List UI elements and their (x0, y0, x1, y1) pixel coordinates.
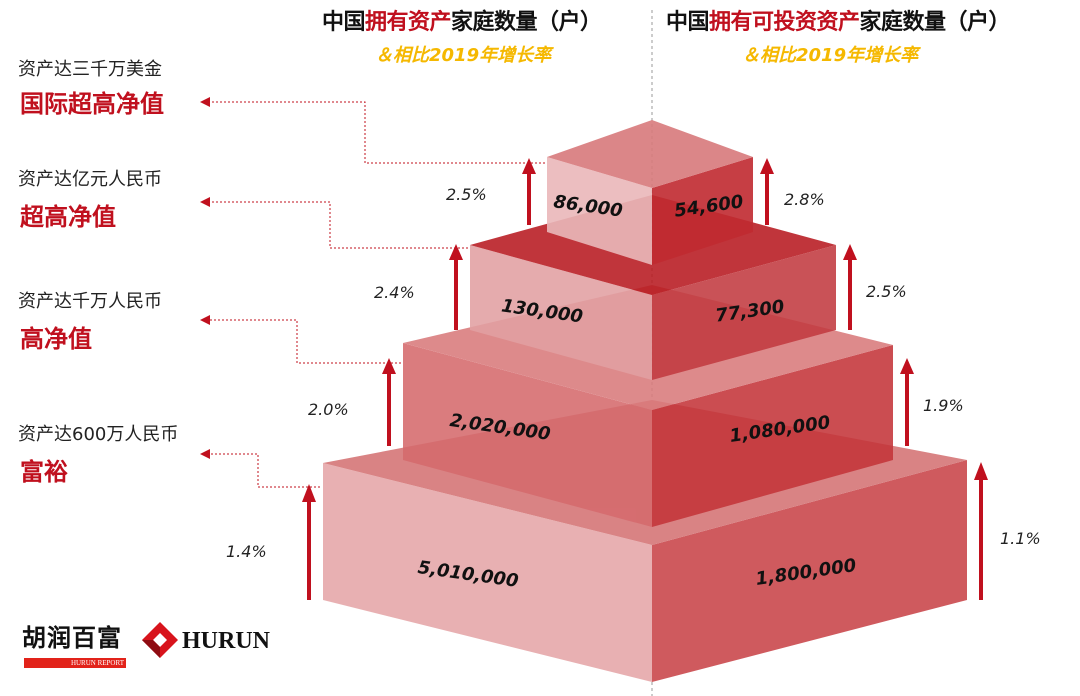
arrow-head-icon (522, 158, 536, 174)
right-title-highlight: 拥有可投资资产 (709, 10, 860, 35)
tier-threshold: 资产达千万人民币 (18, 291, 162, 312)
connector-arrowheads (200, 97, 210, 459)
assets-growth: 2.5% (446, 185, 487, 204)
tier-name: 超高净值 (20, 203, 116, 231)
hurun-report-logo-cn: 胡润百富 (22, 624, 122, 652)
right-title-suffix: 家庭数量（户） (859, 10, 1011, 35)
tier-intl-ultra-high-net-worth-block (547, 120, 753, 265)
hurun-report-logo-bar: HURUN REPORT (24, 658, 126, 668)
tier-hnw-left-face (403, 343, 652, 527)
left-title-highlight: 拥有资产 (365, 10, 452, 35)
tier-affluent-left-face (323, 463, 652, 682)
left-title-suffix: 家庭数量（户） (451, 10, 602, 35)
hurun-logo-text: HURUN (182, 628, 270, 654)
growth-arrows (302, 158, 988, 600)
assets-growth: 2.0% (308, 400, 349, 419)
assets-growth: 2.4% (374, 283, 415, 302)
arrow-head-icon (974, 462, 988, 480)
right-title-prefix: 中国 (666, 10, 710, 35)
tier-affluent-right-face (652, 460, 967, 682)
investable-growth: 2.5% (866, 282, 907, 301)
arrow-head-icon (382, 358, 396, 374)
arrow-head-icon (302, 484, 316, 502)
tier-name: 高净值 (20, 325, 92, 353)
tier-name: 国际超高净值 (20, 90, 164, 118)
hurun-diamond-logo-icon (142, 622, 178, 658)
tier-name: 富裕 (20, 458, 68, 486)
tier-threshold: 资产达三千万美金 (18, 59, 162, 80)
tier-iuhnw-right-face (652, 157, 753, 265)
arrow-head-icon (900, 358, 914, 374)
left-subtitle: ＆相比2019年增长率 (375, 45, 552, 66)
arrow-head-icon (843, 244, 857, 260)
right-subtitle: ＆相比2019年增长率 (742, 45, 919, 66)
right-title: 中国拥有可投资资产家庭数量（户） (666, 8, 1011, 38)
tier-threshold: 资产达600万人民币 (18, 424, 179, 445)
arrow-head-icon (449, 244, 463, 260)
connector-lines (208, 101, 545, 488)
left-title-prefix: 中国 (322, 10, 366, 35)
tier-uhnw-left-face (470, 245, 652, 380)
tier-uhnw-right-face (652, 245, 836, 380)
arrow-head-icon (760, 158, 774, 174)
investable-growth: 1.9% (923, 396, 964, 415)
tier-threshold: 资产达亿元人民币 (18, 169, 162, 190)
tier-iuhnw-left-face (547, 157, 652, 265)
assets-growth: 1.4% (226, 542, 267, 561)
tier-iuhnw-top-face (547, 120, 753, 188)
investable-growth: 2.8% (784, 190, 825, 209)
left-title: 中国拥有资产家庭数量（户） (322, 8, 602, 38)
tier-hnw-right-face (652, 345, 893, 527)
investable-growth: 1.1% (1000, 529, 1041, 548)
